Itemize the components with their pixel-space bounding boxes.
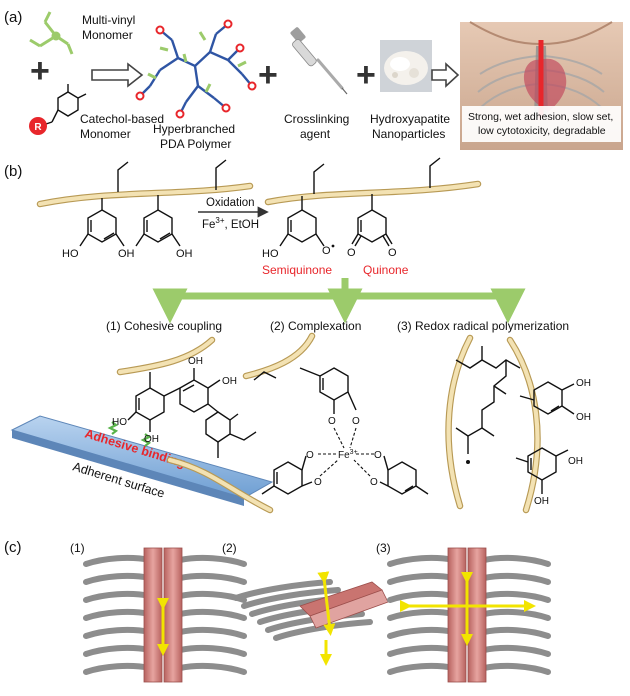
pendant-2-oh-bottom: OH [534,496,549,507]
properties-box [462,106,621,142]
complex-vinyl [253,371,277,381]
pathway-branch-arrows [152,278,526,324]
pathway-2-label: (2) Complexation [270,319,361,333]
catechol-label-2: Monomer [80,127,131,141]
plus-icon-3: + [356,56,376,94]
multivinyl-label-2: Monomer [82,28,133,42]
sternum-model-3 [387,547,551,683]
properties-line-1: Strong, wet adhesion, slow set, [468,111,613,123]
pendant-catechol-1 [519,381,575,415]
complex-ring-top [299,367,357,414]
panel-label-b: (b) [4,163,22,180]
pendant-1-oh-bottom: OH [576,412,591,423]
complexation-fibers [242,332,316,380]
sternum-model-3-label: (3) [376,541,391,555]
coupled-oh-top: OH [188,356,203,367]
semiquinone-o: O [322,245,331,257]
vinyl-groups-right [313,157,441,194]
catechol-label-1: Catechol-based [80,112,164,126]
plus-icon-2: + [258,56,278,94]
coupled-catechol-rings [127,368,257,458]
sternum-model-1-label: (1) [70,541,85,555]
panel-label-c: (c) [4,539,22,556]
catechol-1-oh: OH [118,248,135,260]
coupled-ho-left: HO [112,417,127,428]
sternum-model-2 [233,571,389,666]
catechol-monomer-structure: R [29,84,87,135]
coupled-oh-bottom: OH [144,434,159,445]
backbone-fiber-left [36,182,254,208]
coordination-bonds [318,427,374,477]
sternum-model-2-label: (2) [222,541,237,555]
complex-o-3: O [306,450,314,461]
hyperbranched-polymer-structure [139,23,253,115]
vinyl-groups-left [117,159,227,192]
complex-o-4: O [374,450,382,461]
quinone-o-left: O [347,247,356,259]
quinone-ring [351,194,393,247]
multivinyl-monomer-structure [29,11,74,55]
semiquinone-ho: HO [262,248,279,260]
crosslink-chain [455,346,521,454]
backbone-fiber-right [264,180,482,206]
pendant-2-oh-right: OH [568,456,583,467]
crosslink-label-2: agent [300,127,331,141]
adhesive-bond-arrows [107,421,152,447]
quinone-label: Quinone [363,263,409,277]
hyperbranched-label-1: Hyperbranched [153,122,235,136]
fe3-superscript: 3+ [215,216,224,225]
pendant-1-oh-top: OH [576,378,591,389]
hyperbranched-end-groups [135,19,257,119]
catechol-1-ho: HO [62,248,79,260]
hydroxyapatite-label-1: Hydroxyapatite [370,112,450,126]
pathway-3-label: (3) Redox radical polymerization [397,319,569,333]
multivinyl-label-1: Multi-vinyl [82,13,135,27]
plus-icon-1: + [30,52,50,90]
semiquinone-label: Semiquinone [262,263,332,277]
properties-line-2: low cytotoxicity, degradable [478,125,606,137]
r-group-label: R [34,122,42,133]
pendant-catechol-2 [515,447,569,494]
hollow-arrow-1 [91,62,144,88]
complex-ring-right [379,455,429,495]
oxidation-conditions: Fe3+, EtOH [202,216,259,231]
coupling-fibers [116,336,274,514]
radical-dot [331,244,335,248]
coupled-oh-right: OH [222,376,237,387]
semiquinone-ring [279,196,325,247]
etoh-label: , EtOH [225,219,260,231]
polymerization-fibers [445,334,541,514]
catechol-ring-1 [79,198,125,247]
fe-center-label: Fe [338,450,350,461]
hyperbranched-label-2: PDA Polymer [160,137,231,151]
fe-center-sup: 3+ [350,449,358,456]
sternum-model-1 [83,547,247,683]
pathway-1-label: (1) Cohesive coupling [106,319,222,333]
hydroxyapatite-label-2: Nanoparticles [372,127,445,141]
quinone-o-right: O [388,247,397,259]
crosslink-label-1: Crosslinking [284,112,349,126]
complex-ring-left [261,455,313,495]
panel-label-a: (a) [4,9,22,26]
fe3-label: Fe [202,219,215,231]
oxidation-label: Oxidation [206,197,255,209]
pipette-icon [290,27,348,95]
hyperbranched-vinyl-groups [147,31,247,93]
complex-o-1: O [328,416,336,427]
complex-o-5: O [314,477,322,488]
catechol-2-oh: OH [176,248,193,260]
complex-o-2: O [352,416,360,427]
complex-o-6: O [370,477,378,488]
propagating-radical [466,460,470,464]
catechol-ring-2 [135,195,181,247]
fe-center: Fe3+ [338,449,358,461]
hollow-arrow-2 [431,62,460,88]
hydroxyapatite-powder-image [380,40,432,92]
